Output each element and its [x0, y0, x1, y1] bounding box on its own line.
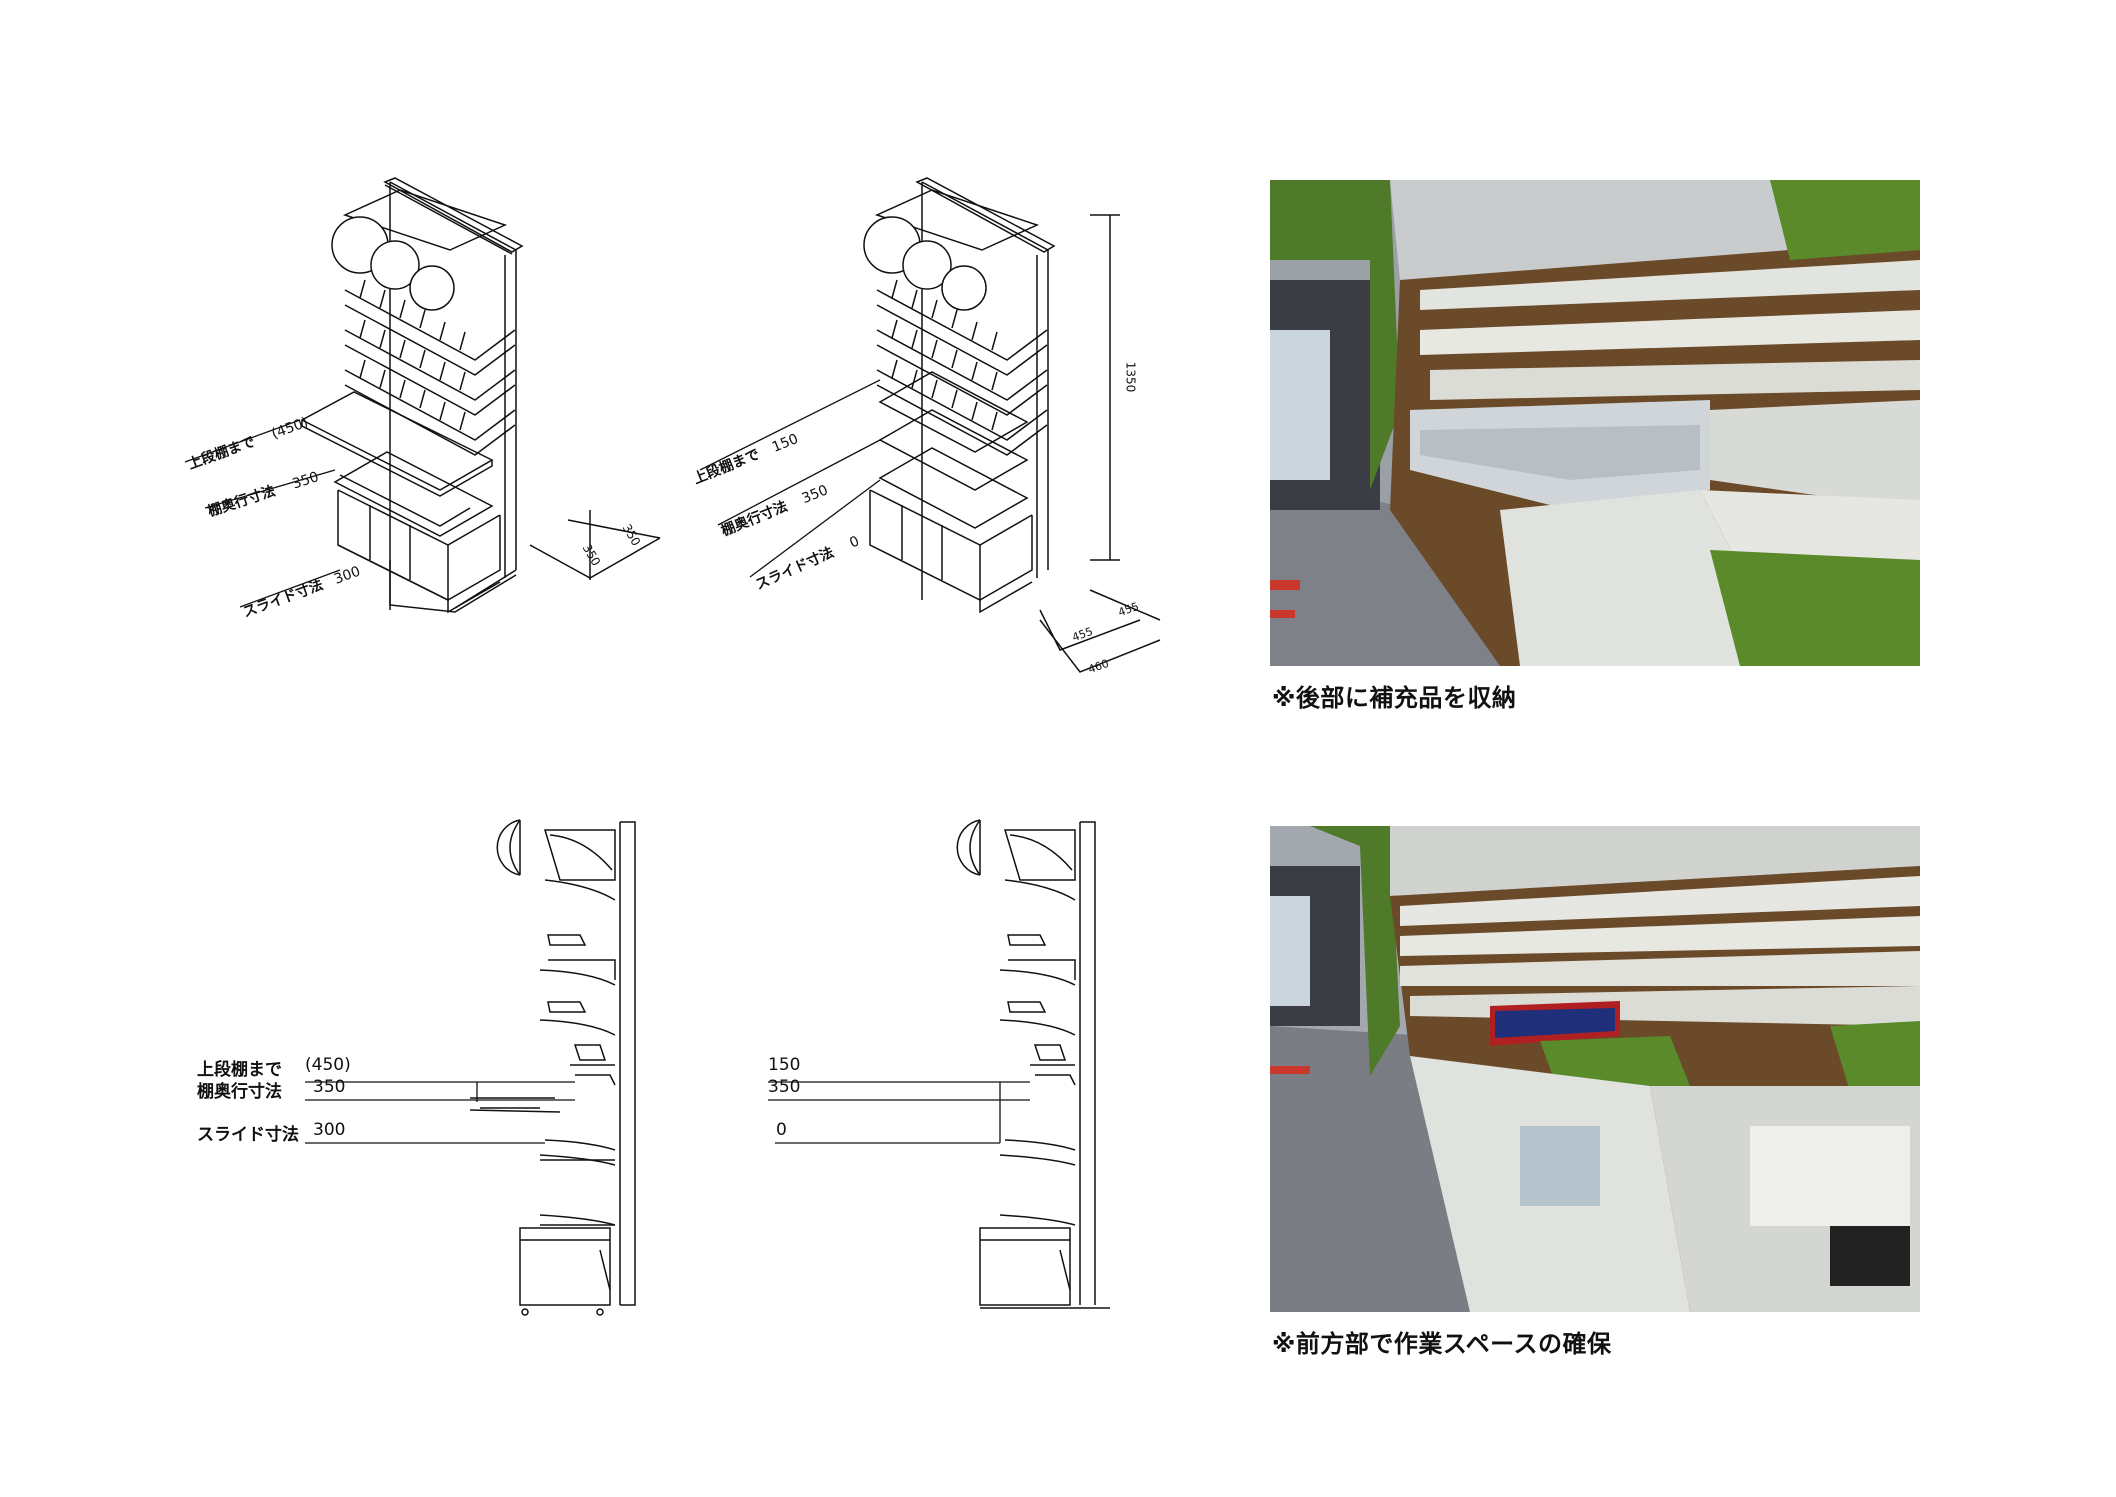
iso-right-label-slide: スライド寸法 0 — [752, 531, 862, 595]
label-text: 上段棚まで — [186, 433, 258, 473]
value-text: 350 — [799, 482, 831, 508]
side-left-value-upper: (450) — [305, 1055, 351, 1075]
label-tag-circle — [409, 265, 455, 311]
store-photo-front-workspace — [1270, 826, 1920, 1312]
iso-left-label-depth: 棚奥行寸法 350 — [205, 466, 321, 521]
slide-shelf — [300, 391, 494, 491]
label-tag-circle — [370, 240, 420, 290]
iso-left-dim-a: 350 — [579, 541, 604, 569]
iso-right-height-dim: 1350 — [1123, 361, 1138, 393]
slide-shelf — [339, 474, 471, 527]
label-text: スライド寸法 — [241, 577, 326, 621]
label-text: 棚奥行寸法 — [205, 483, 278, 521]
label-text: スライド寸法 — [753, 544, 837, 594]
store-photo-rear-storage — [1270, 180, 1920, 666]
slide-shelf — [333, 451, 494, 537]
iso-left-label-upper: 上段棚まで (450) — [185, 412, 311, 474]
slide-shelf — [878, 447, 1029, 529]
label-text: 棚奥行寸法 — [719, 498, 791, 540]
value-text: 150 — [769, 430, 801, 456]
label-tag-circle — [331, 216, 389, 274]
iso-right-dim-c: 460 — [1086, 656, 1111, 677]
side-left-label-slide: スライド寸法 — [197, 1125, 299, 1145]
iso-left-dim-b: 350 — [619, 521, 644, 549]
slide-shelf — [878, 409, 1029, 491]
iso-right-dim-b: 455 — [1116, 599, 1141, 620]
value-text: 300 — [332, 563, 363, 588]
label-text: 上段棚まで — [691, 446, 763, 488]
value-text: 0 — [847, 533, 862, 552]
side-left-label-depth: 棚奥行寸法 — [197, 1082, 282, 1102]
photo-caption-top: ※後部に補充品を収納 — [1272, 684, 1517, 712]
side-right-value-slide: 0 — [776, 1120, 787, 1140]
side-right-value-depth: 350 — [768, 1077, 801, 1097]
side-left-label-upper: 上段棚まで — [197, 1060, 282, 1080]
value-text: 350 — [290, 469, 321, 493]
value-text: (450) — [269, 414, 311, 443]
side-left-value-slide: 300 — [313, 1120, 346, 1140]
label-tag-circle — [863, 216, 921, 274]
side-right-value-upper: 150 — [768, 1055, 801, 1075]
iso-right-label-upper: 上段棚まで 150 — [690, 428, 801, 488]
side-left-value-depth: 350 — [313, 1077, 346, 1097]
iso-left-label-slide: スライド寸法 300 — [240, 561, 363, 622]
photo-caption-bottom: ※前方部で作業スペースの確保 — [1272, 1330, 1612, 1358]
label-tag-circle — [941, 265, 987, 311]
iso-right-label-depth: 棚奥行寸法 350 — [718, 479, 831, 540]
label-tag-circle — [902, 240, 952, 290]
iso-right-dim-a: 455 — [1070, 624, 1095, 645]
slide-shelf — [878, 371, 1029, 453]
